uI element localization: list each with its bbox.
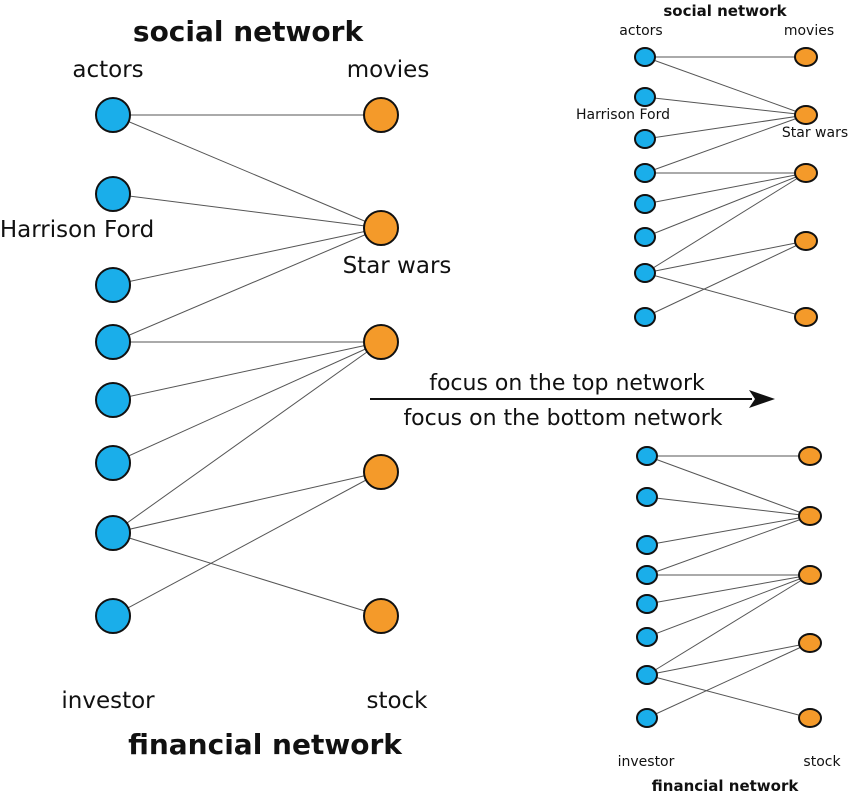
- small-top-title: social network: [663, 2, 787, 20]
- small-top-edges: [644, 56, 807, 318]
- big-left-node: [95, 324, 131, 360]
- small-top-label-star-wars: Star wars: [782, 125, 848, 141]
- small-bottom-edge: [646, 674, 811, 719]
- small-top-left-node: [634, 194, 656, 214]
- big-header-movies: movies: [347, 57, 430, 83]
- big-right-node: [363, 598, 399, 634]
- small-bottom-left-node: [636, 535, 658, 555]
- small-top-network: social network actors movies Harrison Fo…: [576, 2, 848, 327]
- big-network-edges: [112, 114, 382, 617]
- small-bottom-left-node: [636, 446, 658, 466]
- small-top-right-node: [794, 47, 818, 67]
- big-edge: [112, 227, 382, 343]
- small-top-left-node: [634, 227, 656, 247]
- big-left-node: [95, 445, 131, 481]
- big-left-node: [95, 97, 131, 133]
- big-edge: [112, 341, 382, 401]
- big-left-node: [95, 598, 131, 634]
- small-top-edge: [644, 96, 807, 116]
- small-bottom-title: financial network: [652, 777, 800, 795]
- big-left-node: [95, 515, 131, 551]
- small-bottom-edge: [646, 515, 811, 576]
- small-bottom-header-stock: stock: [803, 754, 841, 770]
- big-header-investor: investor: [61, 688, 155, 714]
- big-edge: [112, 341, 382, 464]
- small-bottom-edge: [646, 496, 811, 517]
- big-network: social network actors movies Harrison Fo…: [0, 15, 451, 761]
- small-top-left-node: [634, 307, 656, 327]
- small-bottom-left-node: [636, 665, 658, 685]
- small-top-right-node: [794, 163, 818, 183]
- big-edge: [112, 114, 382, 229]
- small-bottom-edge: [646, 574, 811, 605]
- small-top-left-node: [634, 87, 656, 107]
- big-edge: [112, 471, 382, 617]
- big-right-node: [363, 210, 399, 246]
- small-bottom-right-node: [798, 565, 822, 585]
- big-right-node: [363, 454, 399, 490]
- small-top-edge: [644, 240, 807, 318]
- small-top-nodes: [634, 47, 818, 327]
- big-edge: [112, 341, 382, 534]
- arrow-head-icon: [749, 390, 775, 408]
- big-left-node: [95, 176, 131, 212]
- small-top-left-node: [634, 263, 656, 283]
- small-top-label-harrison-ford: Harrison Ford: [576, 107, 670, 123]
- small-bottom-left-node: [636, 594, 658, 614]
- small-bottom-right-node: [798, 446, 822, 466]
- big-edge: [112, 532, 382, 617]
- small-top-edge: [644, 114, 807, 174]
- focus-arrow: focus on the top network focus on the bo…: [370, 371, 775, 431]
- small-top-right-node: [794, 307, 818, 327]
- small-top-right-node: [794, 105, 818, 125]
- big-header-stock: stock: [366, 688, 428, 714]
- small-bottom-nodes: [636, 446, 822, 728]
- small-top-edge: [644, 56, 807, 116]
- big-node-label-star-wars: Star wars: [343, 253, 452, 279]
- small-top-left-node: [634, 163, 656, 183]
- small-bottom-left-node: [636, 487, 658, 507]
- big-right-node: [363, 97, 399, 133]
- small-bottom-edge: [646, 574, 811, 676]
- small-bottom-left-node: [636, 708, 658, 728]
- big-right-node: [363, 324, 399, 360]
- small-bottom-left-node: [636, 627, 658, 647]
- small-top-right-node: [794, 231, 818, 251]
- small-bottom-edge: [646, 455, 811, 517]
- big-left-node: [95, 382, 131, 418]
- small-bottom-edge: [646, 642, 811, 719]
- small-top-header-actors: actors: [619, 23, 662, 39]
- big-title-financial-network: financial network: [128, 728, 403, 761]
- small-bottom-network: investor stock financial network: [618, 446, 841, 795]
- small-top-edge: [644, 172, 807, 205]
- small-bottom-edge: [646, 642, 811, 676]
- small-top-header-movies: movies: [784, 23, 834, 39]
- small-bottom-right-node: [798, 633, 822, 653]
- small-top-edge: [644, 272, 807, 318]
- big-edge: [112, 227, 382, 286]
- big-left-node: [95, 267, 131, 303]
- arrow-label-top: focus on the top network: [429, 371, 705, 396]
- small-bottom-left-node: [636, 565, 658, 585]
- big-edge: [112, 471, 382, 534]
- small-top-edge: [644, 114, 807, 140]
- small-top-left-node: [634, 129, 656, 149]
- big-node-label-harrison-ford: Harrison Ford: [0, 217, 154, 243]
- small-bottom-edges: [646, 455, 811, 719]
- small-top-left-node: [634, 47, 656, 67]
- small-bottom-right-node: [798, 506, 822, 526]
- small-top-edge: [644, 172, 807, 238]
- big-header-actors: actors: [72, 57, 143, 83]
- small-bottom-edge: [646, 574, 811, 638]
- small-top-edge: [644, 172, 807, 274]
- arrow-label-bottom: focus on the bottom network: [403, 406, 722, 431]
- big-network-nodes: [95, 97, 399, 634]
- small-bottom-right-node: [798, 708, 822, 728]
- small-bottom-edge: [646, 515, 811, 546]
- small-top-edge: [644, 240, 807, 274]
- big-title-social-network: social network: [133, 15, 365, 48]
- big-edge: [112, 193, 382, 229]
- small-bottom-header-investor: investor: [618, 754, 675, 770]
